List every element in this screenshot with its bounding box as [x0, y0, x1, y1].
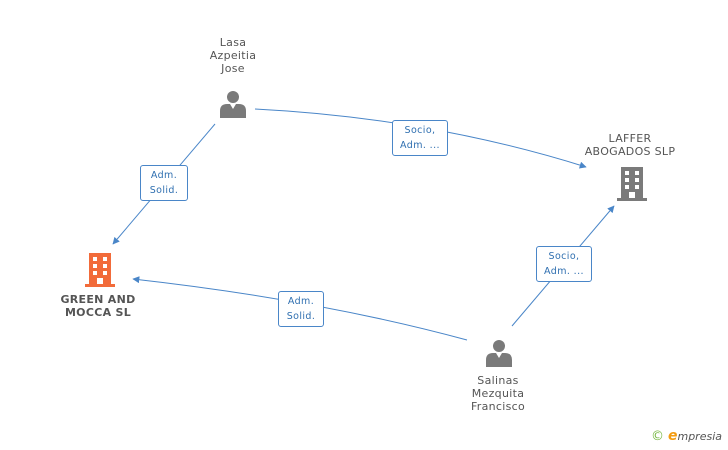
person-icon[interactable] [220, 91, 246, 118]
person-icon[interactable] [486, 340, 512, 367]
brand-initial: e [667, 428, 678, 444]
node-label-green[interactable]: GREEN AND MOCCA SL [60, 293, 136, 319]
relation-box-salinas-green[interactable]: Adm. Solid. [278, 291, 324, 327]
node-label-laffer[interactable]: LAFFER ABOGADOS SLP [584, 132, 676, 158]
relation-box-salinas-laffer[interactable]: Socio, Adm. ... [536, 246, 592, 282]
brand-name: mpresia [677, 430, 722, 443]
building-icon-focus[interactable] [85, 253, 115, 287]
node-label-salinas[interactable]: Salinas Mezquita Francisco [470, 374, 526, 413]
empresia-logo: ©empresia [651, 428, 722, 444]
node-label-lasa[interactable]: Lasa Azpeitia Jose [209, 36, 257, 75]
relation-box-lasa-laffer[interactable]: Socio, Adm. ... [392, 120, 448, 156]
building-icon[interactable] [617, 167, 647, 201]
relation-box-lasa-green[interactable]: Adm. Solid. [140, 165, 188, 201]
copyright-symbol: © [650, 429, 664, 444]
